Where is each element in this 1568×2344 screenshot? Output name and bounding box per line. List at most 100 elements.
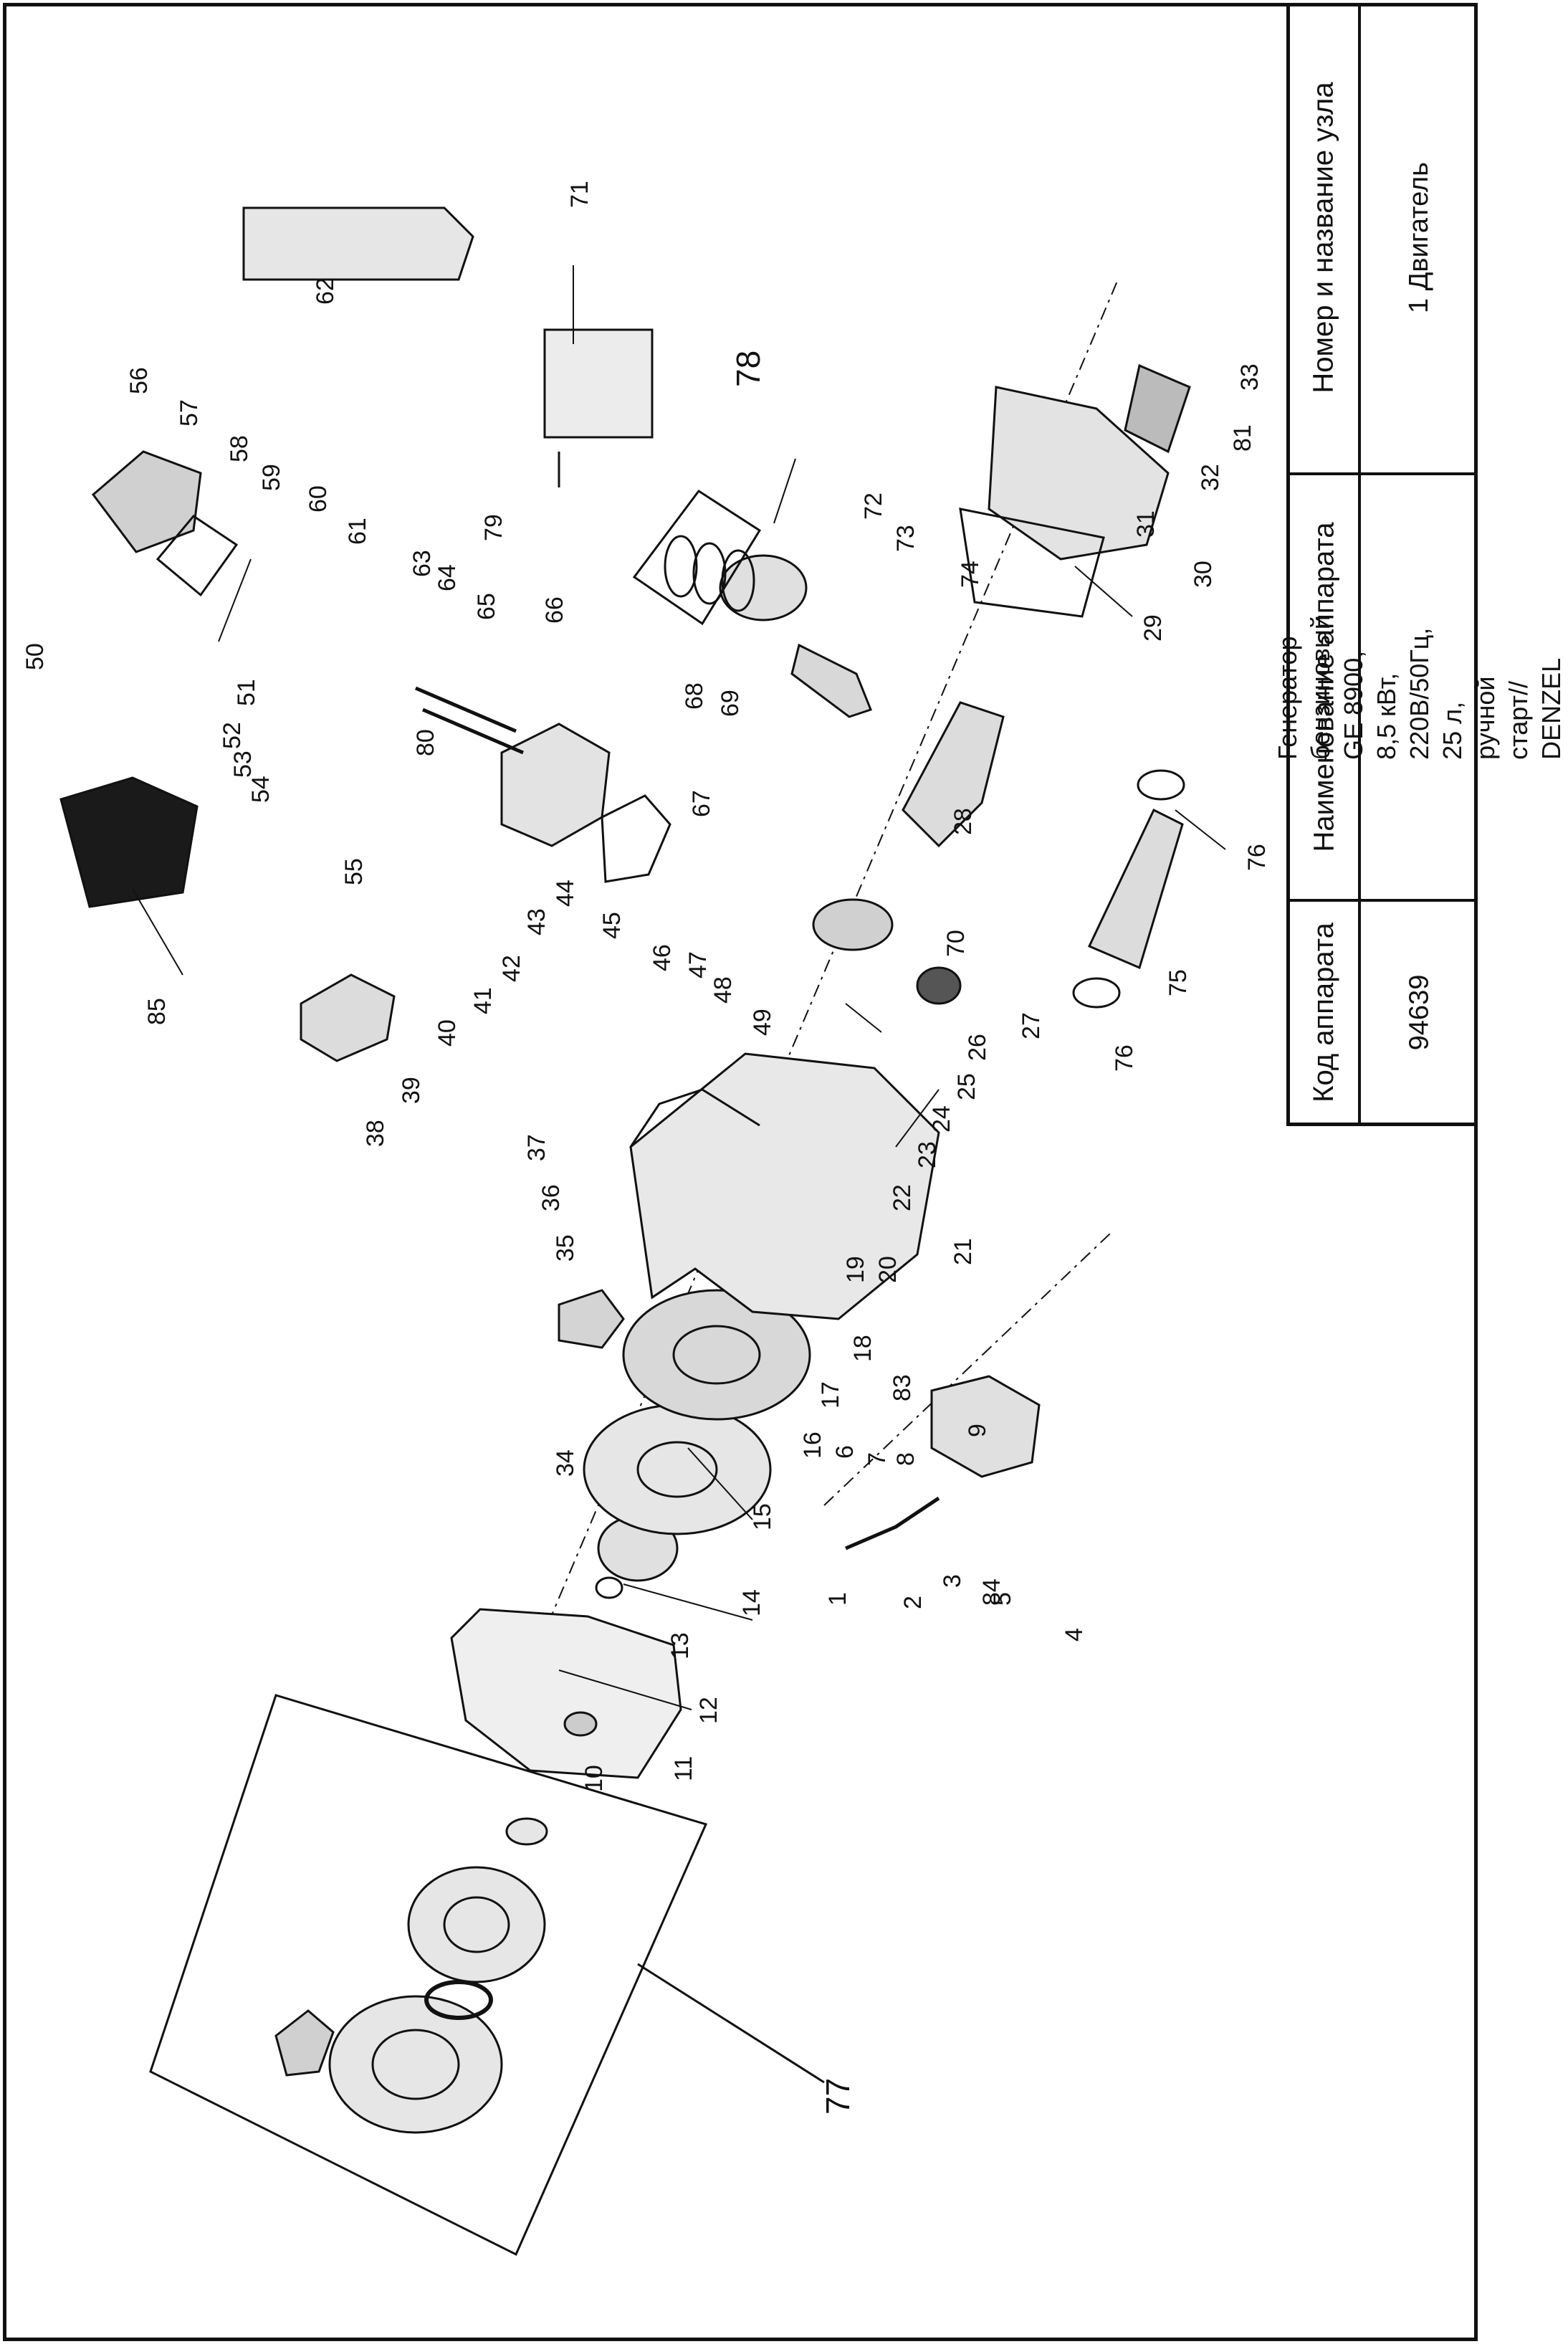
callout-2: 2 [899, 1596, 927, 1609]
callout-76b: 76 [1111, 1044, 1138, 1072]
conrod-74 [790, 643, 872, 718]
push-rods-65 [415, 686, 517, 733]
code-value-cell: 94639 [1361, 902, 1478, 1123]
cam-gear-49 [812, 898, 894, 951]
bearing-76b [1072, 977, 1121, 1009]
crankshaft-28 [902, 701, 1005, 848]
callout-31: 31 [1132, 510, 1160, 538]
air-filter-85 [59, 776, 199, 908]
callout-5: 5 [989, 1592, 1016, 1606]
callout-62: 62 [312, 277, 339, 305]
recoil-starter-box [149, 1694, 708, 2257]
cylinder-head-44 [500, 723, 611, 847]
fan-15 [583, 1404, 772, 1535]
callout-78: 78 [730, 351, 767, 387]
callout-48: 48 [709, 976, 737, 1004]
callout-68: 68 [681, 682, 708, 710]
callout-41: 41 [469, 987, 497, 1014]
callout-21: 21 [950, 1238, 977, 1265]
callout-12: 12 [695, 1697, 722, 1724]
callout-4: 4 [1061, 1628, 1088, 1642]
callout-51: 51 [233, 679, 260, 706]
callout-3: 3 [939, 1574, 966, 1588]
breather-81 [1124, 363, 1191, 454]
callout-65: 65 [473, 593, 500, 620]
fuel-tank-62 [242, 206, 474, 281]
callout-28: 28 [950, 808, 977, 835]
callout-54: 54 [247, 776, 274, 803]
piston-73 [719, 554, 808, 621]
callout-45: 45 [598, 912, 626, 939]
callout-40: 40 [434, 1019, 461, 1047]
oil-pump-gear-27 [916, 966, 962, 1005]
starter-handle [274, 2009, 335, 2077]
carburettor-39 [300, 973, 396, 1062]
callout-37: 37 [523, 1134, 550, 1161]
callout-52: 52 [219, 722, 246, 749]
code-header-cell: Код аппарата [1290, 902, 1358, 1123]
callout-9: 9 [964, 1424, 991, 1437]
callout-64: 64 [434, 564, 461, 591]
head-gasket-45 [601, 794, 671, 883]
valve-cover-57 [91, 450, 202, 553]
callout-33: 33 [1236, 363, 1263, 391]
fan-cover-hub-11 [563, 1711, 598, 1737]
flywheel-16 [622, 1289, 811, 1421]
callout-8: 8 [892, 1452, 919, 1466]
callout-58: 58 [226, 435, 253, 462]
nut-13 [595, 1576, 623, 1599]
callout-15: 15 [749, 1503, 776, 1530]
callout-43: 43 [523, 908, 550, 935]
bearing-76a [1137, 769, 1185, 801]
callout-66: 66 [541, 596, 568, 624]
callout-77: 77 [819, 2078, 856, 2115]
code-value: 94639 [1403, 974, 1434, 1050]
callout-57: 57 [176, 399, 203, 427]
node-header: Номер и название узла [1308, 82, 1339, 394]
callout-27: 27 [1018, 1012, 1045, 1039]
callout-11: 11 [670, 1756, 697, 1781]
callout-81: 81 [1229, 424, 1256, 452]
callout-1: 1 [824, 1592, 851, 1606]
callout-84: 84 [978, 1578, 1005, 1606]
leader-77 [637, 1963, 825, 2084]
callout-17: 17 [817, 1381, 844, 1409]
callout-35: 35 [552, 1234, 579, 1262]
callout-76: 76 [1243, 844, 1271, 871]
exploded-engine-diagram: 1 2 3 4 5 6 7 8 9 10 11 12 13 14 15 16 1… [21, 181, 1271, 2257]
callout-72: 72 [860, 492, 887, 520]
callout-79: 79 [480, 514, 507, 541]
callout-16: 16 [799, 1431, 826, 1459]
callout-10: 10 [580, 1765, 608, 1792]
callout-20: 20 [874, 1256, 902, 1283]
name-value-cell: Генератор бензиновый GE 8900, 8,5 кВт, 2… [1273, 475, 1566, 899]
node-value-cell: 1 Двигатель [1361, 3, 1478, 472]
title-block: Код аппарата Наименование аппарата Номер… [1273, 3, 1566, 1126]
callout-75: 75 [1165, 969, 1192, 996]
callout-56: 56 [125, 367, 153, 394]
callout-59: 59 [258, 464, 285, 491]
starter-cover [328, 1995, 503, 2134]
node-value: 1 Двигатель [1404, 162, 1434, 313]
gasket-29 [959, 508, 1105, 618]
callout-7: 7 [864, 1452, 891, 1466]
callout-49: 49 [749, 1009, 776, 1036]
callout-13: 13 [666, 1632, 694, 1659]
muffler-71 [543, 328, 654, 439]
starter-spring [424, 1980, 493, 2020]
callout-80: 80 [412, 729, 439, 756]
callout-34: 34 [552, 1449, 579, 1477]
camshaft-75 [1087, 808, 1184, 970]
starter-ratchet [505, 1817, 548, 1846]
callout-42: 42 [498, 955, 525, 982]
callout-19: 19 [842, 1256, 869, 1283]
callout-67: 67 [688, 790, 715, 817]
callout-50: 50 [21, 643, 49, 670]
ignition-coil-35 [558, 1289, 625, 1349]
callout-85: 85 [143, 998, 171, 1025]
crankcase-22 [629, 1052, 940, 1320]
callout-63: 63 [408, 550, 436, 577]
callout-69: 69 [717, 690, 744, 717]
node-header-cell: Номер и название узла [1290, 3, 1358, 472]
callout-71: 71 [566, 181, 593, 208]
